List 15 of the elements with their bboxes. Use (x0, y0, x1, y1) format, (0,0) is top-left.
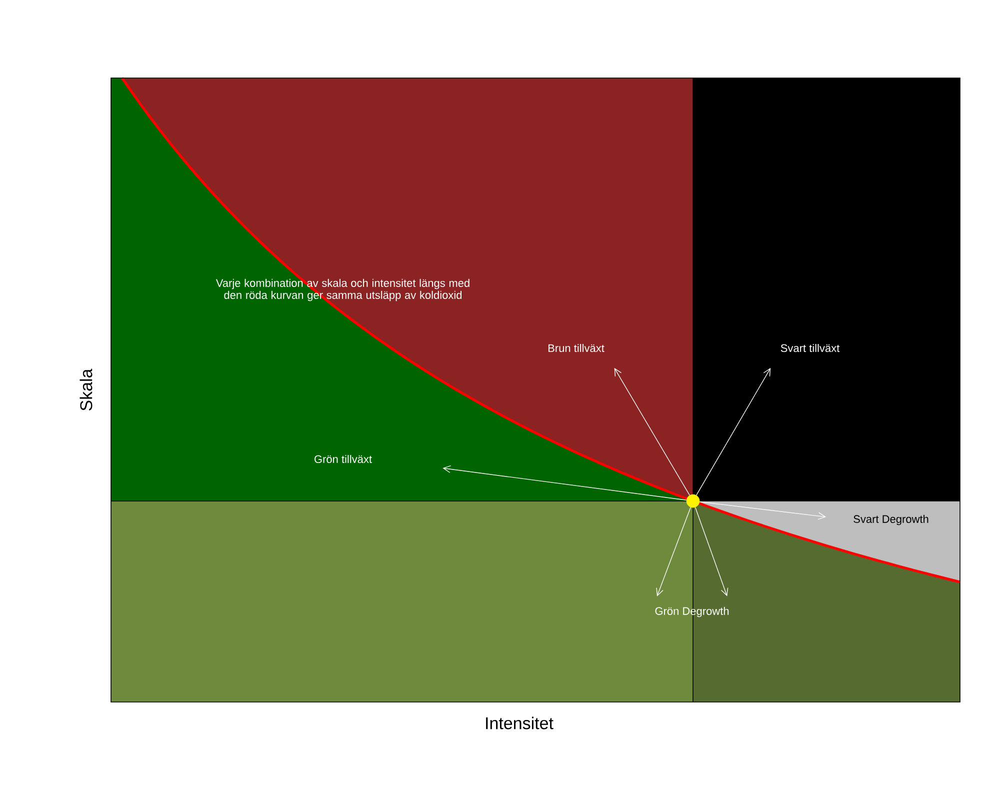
arrow (694, 506, 728, 596)
arrow (699, 501, 826, 520)
annotation: Varje kombination av skala och intensitet längs med den röda kurvan ger samma utsläpp av koldioxid (216, 278, 470, 302)
axis-title: Intensitet (486, 716, 554, 730)
arrow (614, 368, 690, 496)
arrow (442, 465, 687, 500)
region-label: Svart Degrowth (854, 514, 928, 526)
point-marker (686, 494, 700, 508)
region-label: Grön Degrowth (655, 606, 729, 618)
region-label: Svart tillväxt (780, 344, 840, 352)
region-label: Brun tillväxt (548, 344, 604, 352)
region-label: Grön tillväxt (314, 454, 372, 464)
axis-title: Skala (80, 368, 92, 410)
arrow (656, 506, 691, 596)
arrow (696, 368, 771, 496)
